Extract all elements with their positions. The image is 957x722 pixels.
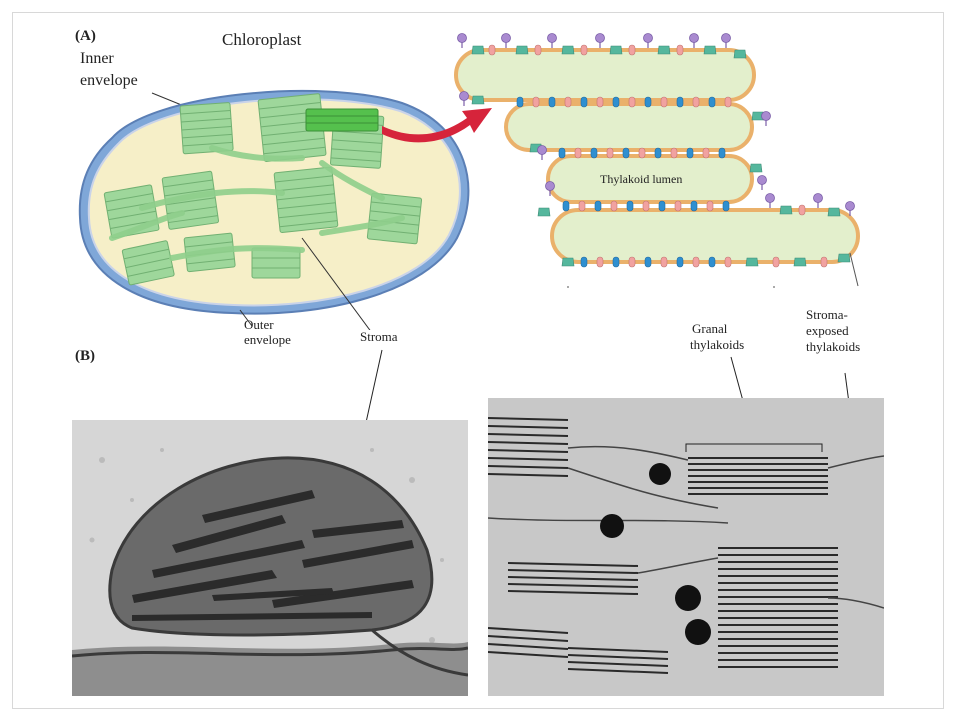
thylakoid-micrograph	[488, 398, 884, 696]
chloroplast-micrograph	[72, 420, 468, 696]
